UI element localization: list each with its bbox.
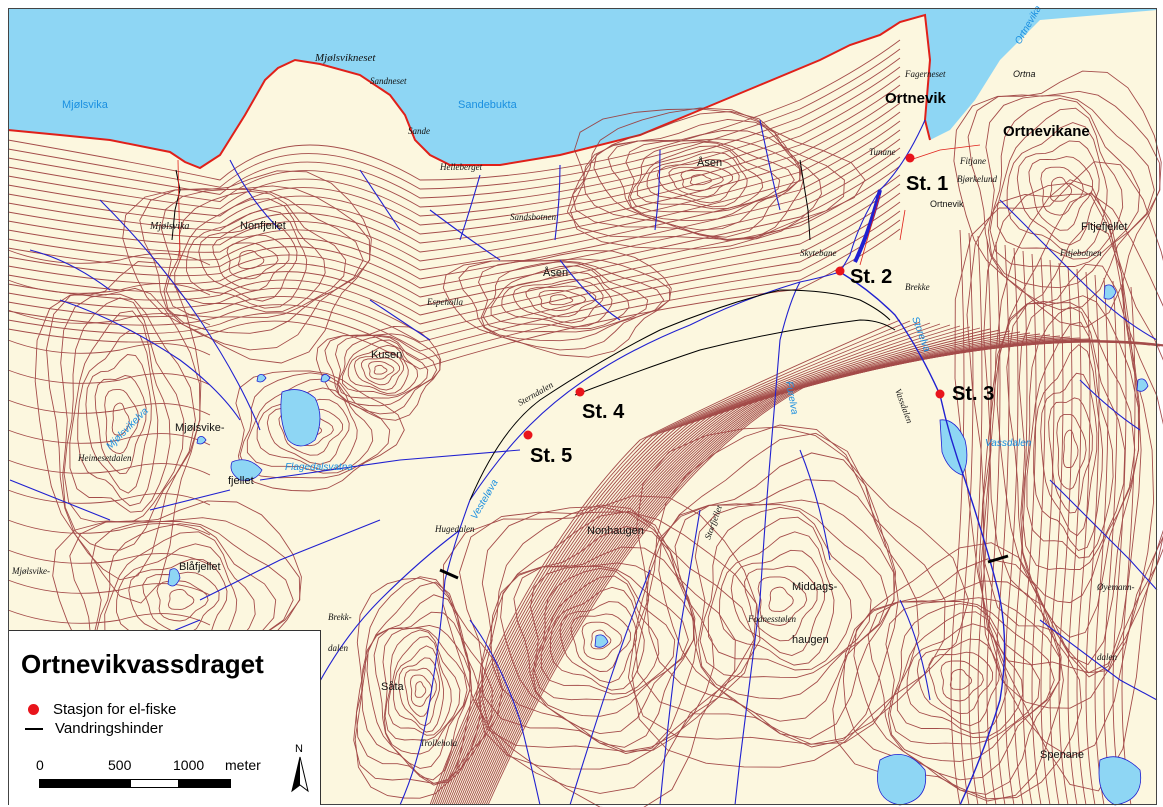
shoreline <box>7 13 932 170</box>
north-arrow-icon: N <box>291 743 309 793</box>
station-5-marker <box>523 430 533 440</box>
label-bjorkelund: Bjørkelund <box>957 174 997 184</box>
rivers <box>9 119 1158 806</box>
water-vassdalen: Vassdalen <box>985 438 1032 449</box>
migration-barriers <box>439 554 1009 580</box>
scale-bar <box>39 779 231 788</box>
label-brekk-dalen: dalen <box>328 643 348 653</box>
north-label: N <box>295 743 303 755</box>
label-asen-2: Åsen <box>543 266 568 279</box>
label-mjolsvikneset: Mjølsvikneset <box>314 52 376 64</box>
legend-panel: Ortnevikvassdraget Stasjon for el-fiske … <box>9 630 321 805</box>
station-markers <box>523 153 945 440</box>
label-spenane: Spenane <box>1040 749 1084 761</box>
label-nonhaugen: Nonhaugen <box>587 525 644 537</box>
legend-title: Ortnevikvassdraget <box>21 649 264 679</box>
label-middags: Middags- <box>792 581 838 593</box>
scale-label-500: 500 <box>108 757 132 773</box>
legend-station-label: Stasjon for el-fiske <box>53 701 177 718</box>
label-heimesetdalen: Heimesetdalen <box>77 453 132 463</box>
scale-label-0: 0 <box>36 757 44 773</box>
label-fitjane: Fitjane <box>959 156 986 166</box>
station-2-label: St. 2 <box>850 266 892 288</box>
label-mjolsvika-water: Mjølsvika <box>62 99 109 111</box>
label-fagerneset: Fagerneset <box>904 69 946 79</box>
label-haugen: haugen <box>792 634 829 646</box>
label-mjolsvike-edge: Mjølsvike- <box>11 566 50 576</box>
label-oyemann-dalen: dalen <box>1097 652 1117 662</box>
label-ortnevik-small: Ortnevik <box>930 199 964 209</box>
station-3-label: St. 3 <box>952 383 994 405</box>
legend-item-station: Stasjon for el-fiske <box>25 701 176 718</box>
label-oyemann: Øyemann- <box>1096 582 1135 592</box>
scale-label-1000: 1000 <box>173 757 205 773</box>
label-fitjebotnen: Fitjebotnen <box>1059 248 1102 258</box>
label-fitjefjellet: Fitjefjellet <box>1081 221 1127 233</box>
label-brekke: Brekke <box>905 282 930 292</box>
water-flagedalsvatna: Flagedalsvatna <box>285 462 353 473</box>
label-helleberget: Helleberget <box>439 162 483 172</box>
label-trollehola: Trollehola <box>420 738 458 748</box>
label-blafjellet: Blåfjellet <box>179 561 221 573</box>
label-nonfjellet: Nonfjellet <box>240 220 286 232</box>
label-kusen: Kusen <box>371 349 402 361</box>
legend-barrier-label: Vandringshinder <box>55 720 164 737</box>
label-brekk: Brekk- <box>328 612 352 622</box>
label-mjolsvika-land: Mjølsvika <box>149 221 189 232</box>
label-asen-1: Åsen <box>697 156 722 169</box>
label-espeholla: Espeholla <box>426 297 463 307</box>
label-sandneset: Sandneset <box>370 76 407 86</box>
station-4-label: St. 4 <box>582 401 625 423</box>
label-sande: Sande <box>408 126 430 136</box>
station-4-marker <box>575 387 585 397</box>
label-mjolsvike-fjellet-1: Mjølsvike- <box>175 422 225 434</box>
station-dot-icon <box>28 704 39 715</box>
label-fodnesstolen: Fodnesstølen <box>747 614 796 624</box>
station-1-marker <box>905 153 915 163</box>
label-sandebukta: Sandebukta <box>458 99 518 111</box>
station-3-marker <box>935 389 945 399</box>
legend-item-barrier: Vandringshinder <box>25 720 163 737</box>
scale-unit: meter <box>225 757 261 773</box>
label-skytebane: Skytebane <box>800 248 836 258</box>
fjord-water <box>8 8 1157 168</box>
station-1-label: St. 1 <box>906 173 948 195</box>
label-hugedalen: Hugedalen <box>434 524 475 534</box>
label-tunane: Tunane <box>869 147 896 157</box>
label-sandsbotnen: Sandsbotnen <box>510 212 556 222</box>
station-5-label: St. 5 <box>530 445 572 467</box>
label-ortna: Ortna <box>1013 69 1036 79</box>
place-ortnevikane: Ortnevikane <box>1003 123 1090 140</box>
station-2-marker <box>835 266 845 276</box>
local-roads <box>177 144 981 266</box>
label-mjolsvike-fjellet-2: fjellet <box>228 475 254 487</box>
label-sata: Såta <box>381 681 405 693</box>
place-ortnevik-main: Ortnevik <box>885 90 947 107</box>
barrier-line-icon <box>25 727 43 730</box>
